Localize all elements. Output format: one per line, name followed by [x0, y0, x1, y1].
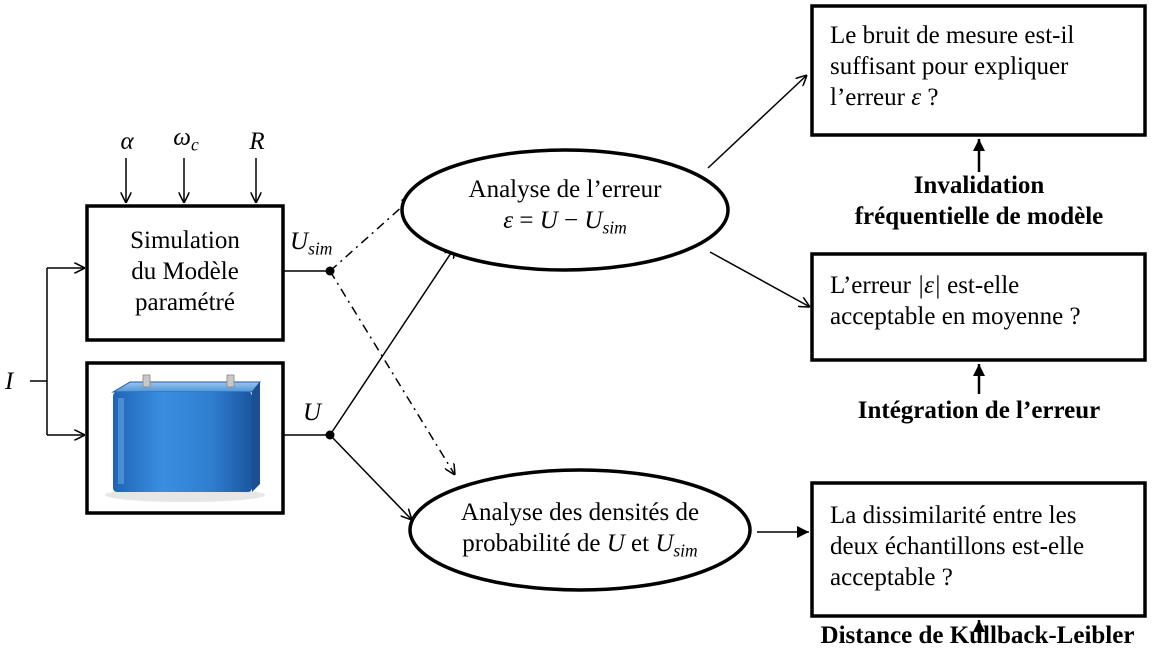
error-analysis-ellipse: [400, 148, 730, 272]
usim-to-error-arrow: [329, 197, 413, 272]
question2-text: L’erreur |ε| est-elle acceptable en moye…: [830, 272, 1081, 330]
usim-label: Usim: [290, 228, 333, 259]
usim-to-density-arrow: [329, 270, 455, 475]
method2-label: Intégration de l’erreur: [857, 397, 1101, 424]
error-to-q2-arrow: [709, 251, 810, 307]
input-i-label: I: [5, 368, 14, 395]
r-label: R: [249, 128, 265, 155]
omega-label: ωc: [173, 124, 199, 155]
question3-box: [810, 481, 1147, 618]
u-to-density-arrow: [329, 434, 412, 520]
battery-photo-icon: [105, 374, 265, 502]
method3-label: Distance de Kullback-Leibler: [820, 622, 1135, 649]
u-label: U: [303, 399, 322, 426]
error-analysis-label: Analyse de l’erreur ε = U − Usim: [468, 176, 662, 238]
method1-label: Invalidation fréquentielle de modèle: [854, 172, 1104, 230]
simulation-box: [85, 204, 285, 342]
density-analysis-label: Analyse des densités de probabilité de U…: [460, 499, 700, 561]
question1-text: Le bruit de mesure est-il suffisant pour…: [830, 22, 1075, 111]
density-analysis-ellipse: [408, 468, 752, 592]
question2-box: [810, 252, 1147, 362]
alpha-label: α: [120, 128, 134, 155]
question1-box: [810, 4, 1147, 137]
u-to-error-arrow: [329, 247, 455, 436]
error-to-q1-arrow: [707, 75, 807, 169]
question3-text: La dissimilarité entre les deux échantil…: [830, 502, 1085, 591]
simulation-label: Simulation du Modèle paramétré: [130, 227, 240, 316]
